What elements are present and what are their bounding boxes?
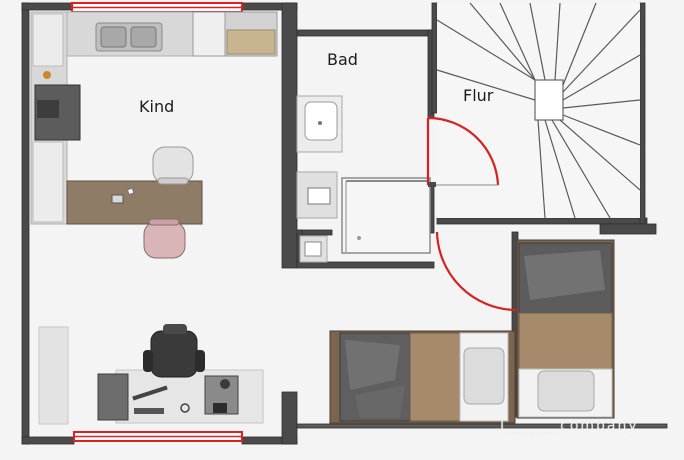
room-label-kind: Kind [139, 97, 175, 116]
room-label-bad: Bad [327, 50, 358, 69]
office-chair [143, 324, 205, 378]
office-desk [38, 326, 264, 425]
bed-left [329, 330, 516, 424]
toilet [296, 171, 338, 263]
window-bottom [73, 431, 243, 442]
double-sink [95, 22, 163, 52]
walls [21, 2, 668, 445]
door-frame [428, 182, 436, 187]
pink-chair [143, 218, 186, 259]
stair-icon [436, 2, 641, 219]
fridge [192, 11, 278, 57]
room-label-flur: Flur [463, 86, 494, 105]
cooktop [34, 71, 81, 141]
bed-right [516, 239, 615, 419]
window-top [71, 2, 243, 13]
shower [341, 177, 431, 254]
washbasin [296, 95, 343, 153]
chair [152, 146, 194, 185]
door-swing-icon [426, 116, 518, 312]
desk [66, 180, 203, 225]
watermark: I______company [500, 418, 639, 434]
